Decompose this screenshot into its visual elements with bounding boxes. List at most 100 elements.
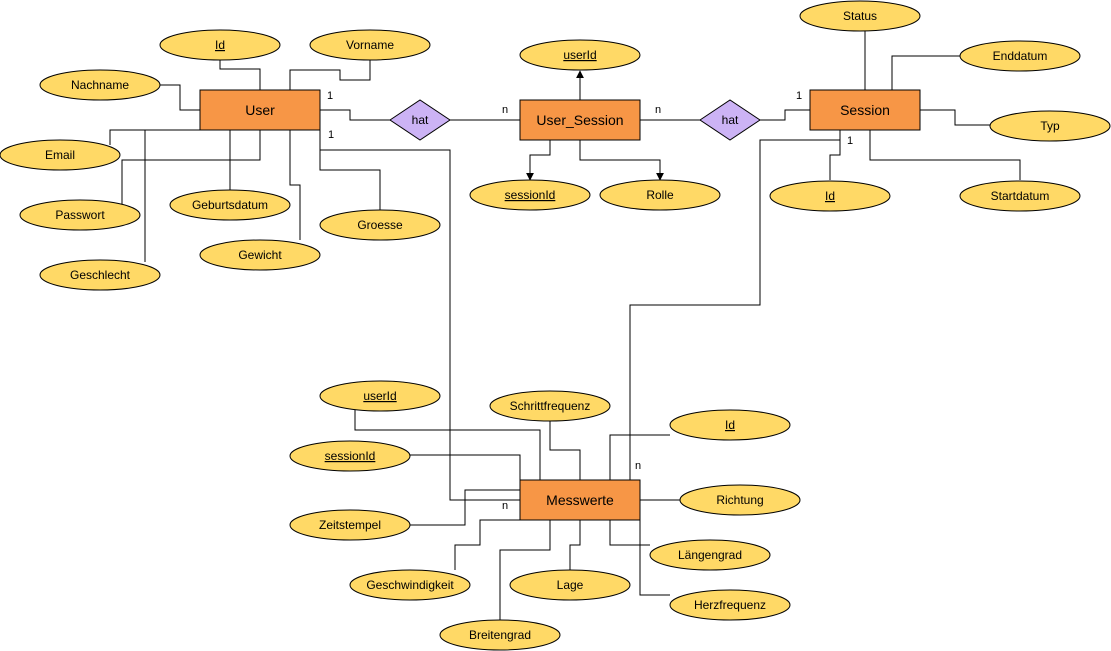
connector-session-id [829,130,841,180]
attribute-session-id[interactable]: Id [769,180,891,212]
attribute-label: Richtung [716,493,763,507]
connector-mw-id [609,434,670,480]
connector-user-groesse [319,130,381,210]
attribute-mw-sessionid[interactable]: sessionId [289,440,411,472]
connector-user-gewicht [289,130,301,240]
attribute-mw-schrittfrequenz[interactable]: Schrittfrequenz [489,390,611,422]
attribute-us-rolle[interactable]: Rolle [599,179,721,211]
attribute-label: Id [725,418,735,432]
cardinality-hat-session: 1 [796,90,802,102]
cardinality-user-messwerte: 1 [328,129,334,141]
connector-session-enddatum [891,55,960,90]
attribute-label: Zeitstempel [319,518,381,532]
attribute-label: Geburtsdatum [192,198,268,212]
attribute-mw-userid[interactable]: userId [319,380,441,412]
attribute-label: Geschwindigkeit [366,578,454,592]
connector-user-vorname [289,60,371,90]
relationship-label: hat [722,113,739,127]
attribute-label: Email [45,148,75,162]
connector-mw-userid [354,410,541,480]
connector-user-email [109,129,200,145]
connector-user-nachname [160,84,200,111]
connector-mw-zeitstempel [410,489,520,526]
attribute-session-enddatum[interactable]: Enddatum [959,40,1081,72]
attribute-label: Typ [1040,119,1060,133]
attribute-label: sessionId [325,449,376,463]
relationship-label: hat [412,113,429,127]
connector-user-passwort [121,130,261,205]
entity-messwerte[interactable]: Messwerte [519,479,641,521]
attribute-label: Status [843,9,877,23]
attribute-user-geschlecht[interactable]: Geschlecht [39,259,161,291]
attribute-mw-herzfrequenz[interactable]: Herzfrequenz [669,589,791,621]
connector-mw-sessionid [410,454,521,480]
attribute-session-status[interactable]: Status [799,0,921,32]
connector-mw-lage [569,520,581,570]
attribute-user-geburtsdatum[interactable]: Geburtsdatum [169,189,291,221]
attribute-mw-lage[interactable]: Lage [509,569,631,601]
connector-us-rolle [579,140,664,181]
connector-mw-breitengrad [499,520,551,620]
attribute-mw-breitengrad[interactable]: Breitengrad [439,619,561,651]
attribute-us-sessionid[interactable]: sessionId [469,179,591,211]
attribute-user-gewicht[interactable]: Gewicht [199,239,321,271]
connector-user-hat [320,109,390,121]
connector-us-sessionid [526,140,551,181]
attribute-label: Gewicht [238,248,282,262]
attribute-mw-zeitstempel[interactable]: Zeitstempel [289,509,411,541]
attribute-label: Vorname [346,38,394,52]
attribute-session-typ[interactable]: Typ [989,110,1111,142]
connector-user-id [219,60,261,90]
attribute-user-vorname[interactable]: Vorname [309,29,431,61]
relationship-session-hat[interactable]: hat [699,99,761,141]
attribute-user-email[interactable]: Email [0,139,121,171]
cardinality-hat-user-session: n [502,104,508,116]
attribute-user-groesse[interactable]: Groesse [319,209,441,241]
attribute-label: Breitengrad [469,628,531,642]
attribute-mw-id[interactable]: Id [669,409,791,441]
connector-session-typ [920,109,990,126]
entity-user[interactable]: User [199,89,321,131]
attribute-session-startdatum[interactable]: Startdatum [959,180,1081,212]
entity-label: Session [840,102,890,118]
connector-session-messwerte [629,130,841,480]
connector-mw-schrittfrequenz [549,420,581,480]
entity-label: User [245,102,275,118]
attribute-user-id[interactable]: Id [159,29,281,61]
cardinality-session-messwerte: 1 [847,135,853,147]
attribute-label: userId [363,389,396,403]
connector-session-startdatum [869,130,1021,180]
attribute-label: Enddatum [993,49,1048,63]
connectors [109,31,1021,620]
attribute-label: userId [563,48,596,62]
attribute-label: Herzfrequenz [694,598,766,612]
attribute-label: Geschlecht [70,268,131,282]
attribute-label: Passwort [55,208,105,222]
connector-mw-geschwindigkeit [454,519,520,570]
cardinality-user-hat: 1 [327,90,333,102]
relationship-user-hat[interactable]: hat [389,99,451,141]
cardinality-messwerte-user: n [502,500,508,512]
attribute-user-passwort[interactable]: Passwort [19,199,141,231]
connector-mw-laengengrad [609,520,650,546]
attribute-label: Groesse [357,218,403,232]
attribute-mw-geschwindigkeit[interactable]: Geschwindigkeit [349,569,471,601]
attribute-label: Lage [557,578,584,592]
attribute-user-nachname[interactable]: Nachname [39,69,161,101]
entity-user-session[interactable]: User_Session [519,99,641,141]
attribute-label: Schrittfrequenz [510,399,591,413]
attribute-label: Nachname [71,78,129,92]
connector-user-messwerte [320,149,520,501]
attribute-mw-richtung[interactable]: Richtung [679,484,801,516]
entity-session[interactable]: Session [809,89,921,131]
attribute-us-userid[interactable]: userId [519,39,641,71]
attribute-label: sessionId [505,188,556,202]
connector-hat-session [760,109,810,121]
attribute-label: Längengrad [678,548,742,562]
cardinality-user-session-hat: n [655,104,661,116]
entity-label: Messwerte [546,492,614,508]
entity-label: User_Session [536,112,623,128]
attribute-mw-laengengrad[interactable]: Längengrad [649,539,771,571]
attribute-label: Id [215,38,225,52]
